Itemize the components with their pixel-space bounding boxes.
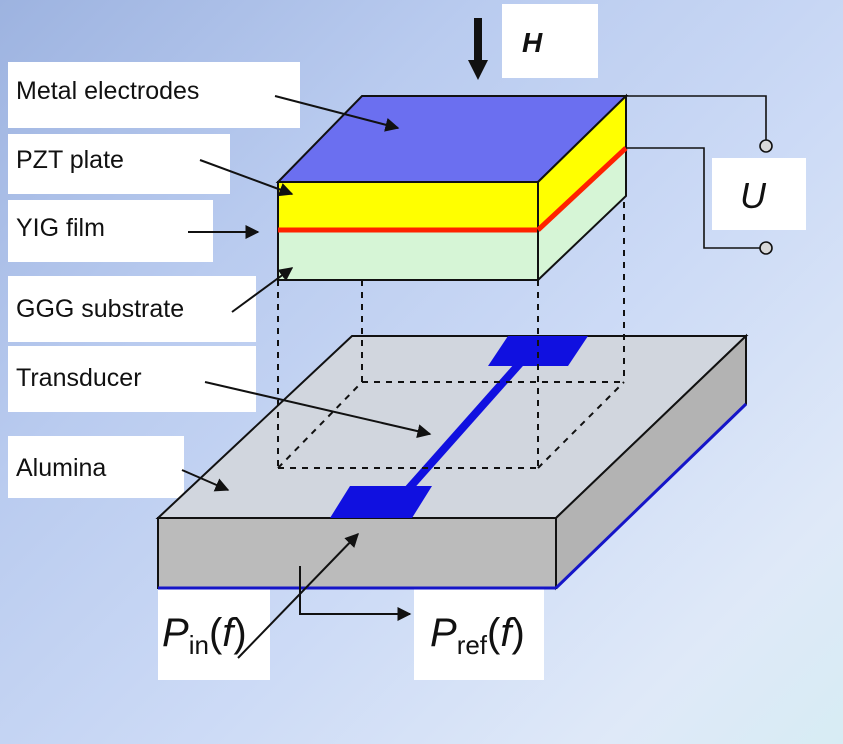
- label-ggg-substrate-text: GGG substrate: [16, 295, 185, 323]
- transducer-pad-bottom: [330, 486, 432, 518]
- label-pzt-plate-text: PZT plate: [16, 146, 124, 174]
- alumina-right-bottom-edge: [554, 402, 748, 590]
- p-in-label-box: [158, 588, 270, 680]
- p-ref-symbol: P: [430, 611, 457, 655]
- label-pzt-plate: PZT plate: [8, 134, 230, 194]
- p-in-subscript: in: [189, 630, 209, 660]
- voltage-wires: [626, 95, 767, 249]
- p-in-argument: (f): [209, 611, 247, 655]
- h-label-box: [502, 4, 598, 78]
- p-ref-argument: (f): [487, 611, 525, 655]
- label-yig-film: YIG film: [8, 200, 213, 262]
- transducer-line: [392, 349, 533, 507]
- h-symbol: H: [522, 27, 543, 58]
- pzt-front-face: [277, 181, 539, 231]
- p-in-label: Pin(f): [162, 611, 247, 660]
- terminal-bottom: [759, 241, 773, 255]
- label-transducer-text: Transducer: [16, 364, 142, 392]
- label-alumina-text: Alumina: [16, 454, 107, 482]
- u-symbol: U: [740, 175, 767, 216]
- label-yig-film-text: YIG film: [16, 214, 105, 242]
- u-label-box: [712, 158, 806, 230]
- p-in-symbol: P: [162, 611, 189, 655]
- ggg-front-face: [277, 229, 539, 281]
- alumina-front-face: [157, 517, 557, 589]
- p-ref-subscript: ref: [457, 630, 488, 660]
- p-ref-label-box: [414, 582, 544, 680]
- pointer-arrows: [181, 95, 432, 659]
- yig-side-edge: [536, 146, 628, 232]
- label-alumina: Alumina: [8, 436, 184, 498]
- label-ggg-substrate: GGG substrate: [8, 276, 256, 342]
- projection-lines: [277, 190, 625, 469]
- label-metal-electrodes-text: Metal electrodes: [16, 77, 200, 105]
- field-arrowhead: [468, 60, 488, 80]
- transducer-pad-top: [488, 336, 588, 366]
- p-ref-label: Pref(f): [430, 611, 525, 660]
- label-metal-electrodes: Metal electrodes: [8, 62, 300, 128]
- terminal-top: [759, 139, 773, 153]
- label-transducer: Transducer: [8, 346, 256, 412]
